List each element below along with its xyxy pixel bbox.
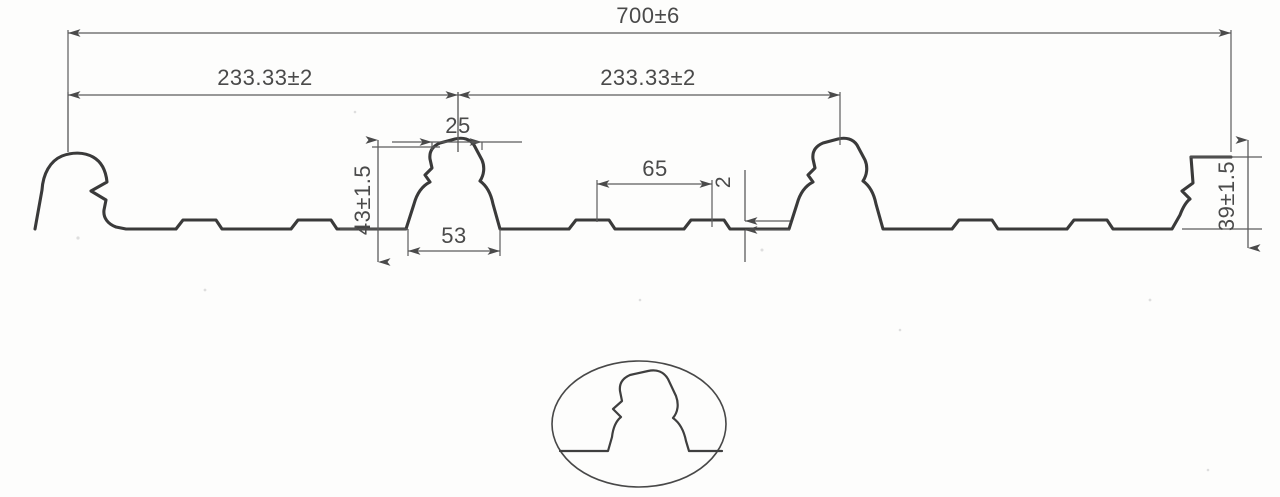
dim-edge-height: 39±1.5	[1182, 136, 1262, 252]
dim-pitch-left: 233.33±2	[67, 65, 459, 152]
dim-stiffener-spacing: 65	[596, 156, 713, 227]
detail-rib-profile	[558, 369, 724, 453]
dim-label-stiffener-depth: 2	[712, 176, 735, 188]
dim-label-rib-top-width: 25	[445, 113, 470, 138]
dim-rib-base-width: 53	[407, 223, 501, 256]
dim-label-pitch-left: 233.33±2	[217, 65, 313, 90]
dim-label-pitch-right: 233.33±2	[600, 65, 696, 90]
dim-label-rib-height: 43±1.5	[350, 165, 375, 235]
profile-geometry	[33, 136, 1233, 231]
paper-speckle	[76, 110, 1210, 472]
dim-label-stiffener-spacing: 65	[642, 156, 667, 181]
rib-detail-enlargement	[551, 360, 727, 488]
dim-label-edge-height: 39±1.5	[1214, 161, 1239, 231]
dim-label-rib-base-width: 53	[441, 223, 466, 248]
detail-ellipse-outline	[551, 360, 727, 488]
dim-rib-height: 43±1.5	[340, 136, 440, 266]
dim-pitch-right: 233.33±2	[457, 65, 841, 152]
dim-label-overall-width: 700±6	[616, 3, 680, 28]
dim-overall-width: 700±6	[67, 3, 1232, 152]
dim-stiffener-depth: 2	[712, 170, 790, 262]
dim-rib-top-width: 25	[392, 113, 522, 150]
sheet-profile-outline	[36, 141, 447, 228]
